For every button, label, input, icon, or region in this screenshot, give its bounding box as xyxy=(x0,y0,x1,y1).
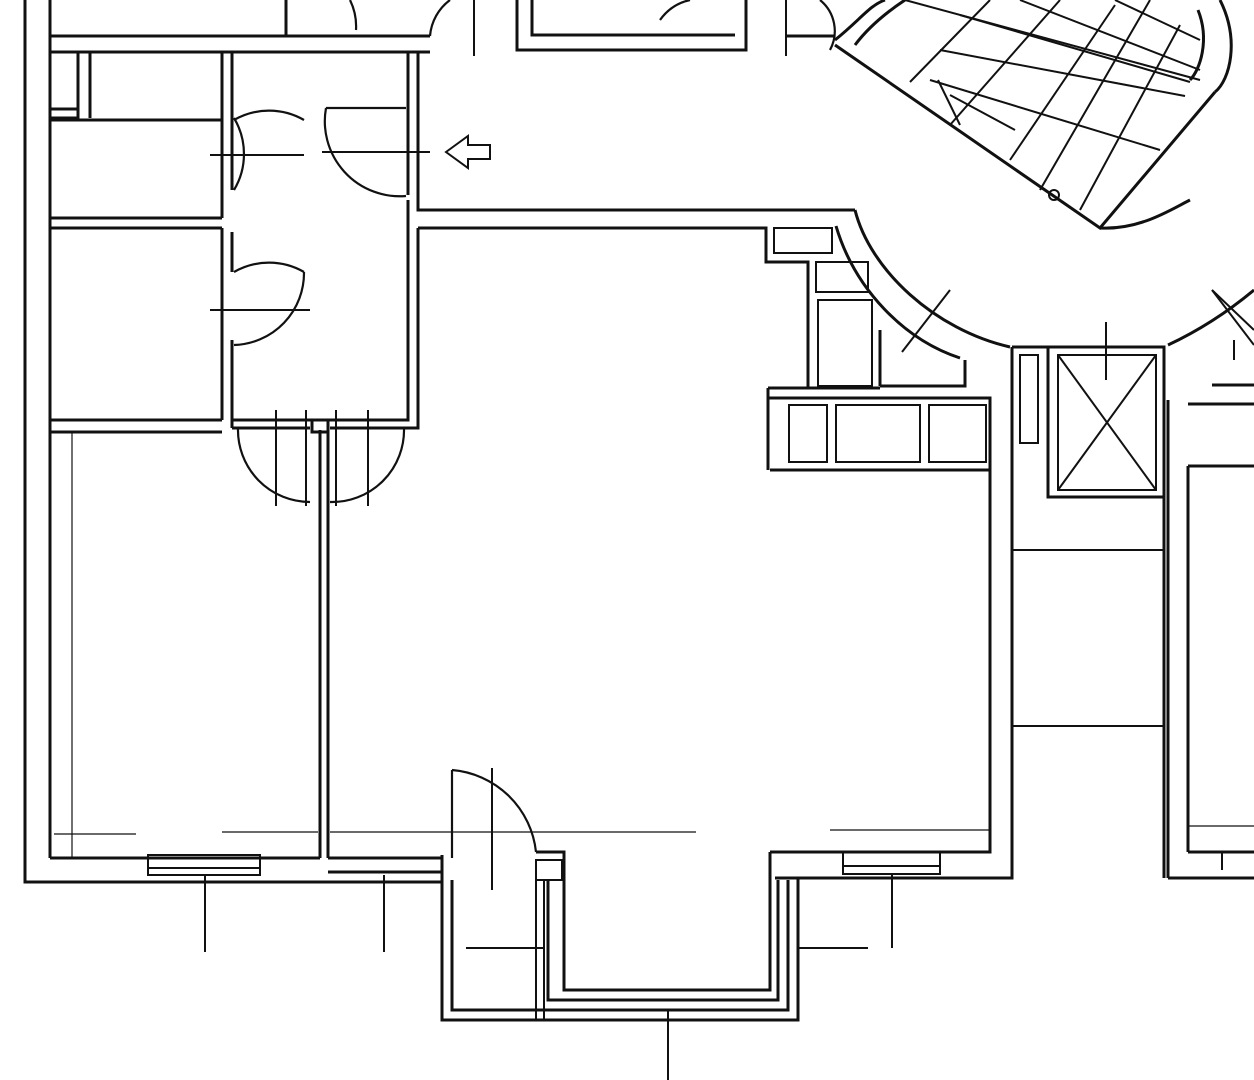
closets xyxy=(48,50,234,434)
main-room xyxy=(310,209,1011,858)
balcony-bay xyxy=(440,850,800,1022)
hallway xyxy=(232,50,855,430)
staircase xyxy=(834,0,1233,231)
entrance-arrow-icon xyxy=(444,134,491,170)
windows xyxy=(147,851,941,1080)
wall-ticks xyxy=(901,289,1254,353)
right-unit xyxy=(1166,288,1254,880)
doors xyxy=(210,0,836,890)
exterior-walls xyxy=(23,0,1014,884)
shaft xyxy=(1012,347,1166,878)
elevator xyxy=(1012,322,1166,499)
left-room xyxy=(54,432,318,858)
